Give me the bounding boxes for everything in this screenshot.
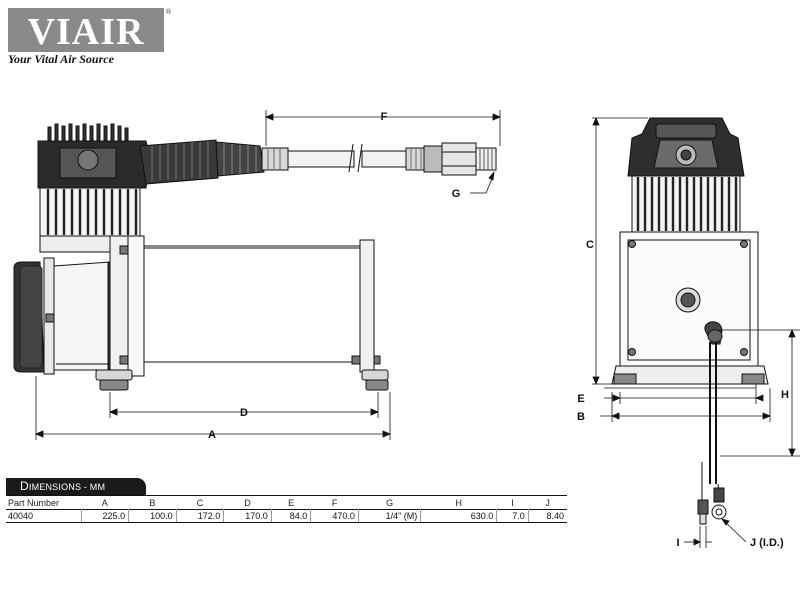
dim-label-j: J (I.D.) [750, 537, 784, 549]
cell-a: 225.0 [81, 509, 130, 523]
registered-mark: ® [166, 8, 172, 16]
cell-c: 172.0 [176, 509, 225, 523]
compressor-side-view [13, 123, 497, 391]
cell-e: 84.0 [271, 509, 312, 523]
head-fins [47, 123, 129, 142]
table-title-initial: D [20, 479, 29, 493]
dimensions-table: DIMENSIONS - MM Part Number A B C D E F … [6, 478, 567, 523]
header-c: C [196, 497, 204, 508]
table-title-rest: IMENSIONS [28, 482, 82, 492]
logo-tagline: Your Vital Air Source [8, 52, 115, 66]
header-i: I [511, 497, 514, 508]
dim-label-g: G [452, 188, 461, 200]
dim-label-b: B [577, 411, 585, 423]
dim-label-c: C [586, 239, 594, 251]
cell-g: 1/4" (M) [358, 509, 422, 523]
side-view-dimensions [34, 110, 502, 440]
dim-label-i: I [676, 537, 679, 549]
dim-label-f: F [381, 111, 388, 123]
cell-d: 170.0 [223, 509, 272, 523]
header-a: A [101, 497, 108, 508]
compressor-front-view [611, 117, 769, 525]
dimensions-grid: Part Number A B C D E F G H I J 40040 22… [6, 496, 567, 523]
logo-brand: VIAIR [28, 11, 145, 53]
cell-b: 100.0 [128, 509, 177, 523]
cell-i: 7.0 [496, 509, 529, 523]
table-title-unit: - MM [81, 482, 106, 492]
cell-j: 8.40 [528, 509, 567, 523]
dim-label-h: H [781, 389, 789, 401]
header-part-number: Part Number [8, 497, 60, 508]
dim-label-d: D [240, 407, 248, 419]
header-e: E [288, 497, 295, 508]
dim-label-a: A [208, 429, 216, 441]
table-title-rule [6, 495, 567, 496]
front-view-dimensions [592, 116, 800, 548]
cell-f: 470.0 [310, 509, 359, 523]
viair-logo: VIAIR ® Your Vital Air Source [8, 8, 172, 66]
cell-part-number: 40040 [6, 509, 82, 523]
header-h: H [455, 497, 463, 508]
header-j: J [545, 497, 550, 508]
header-f: F [331, 497, 338, 508]
header-d: D [244, 497, 251, 508]
dim-label-e: E [577, 393, 584, 405]
table-title: DIMENSIONS - MM [6, 478, 146, 495]
header-g: G [386, 497, 394, 508]
table-header-row: Part Number A B C D E F G H I J [6, 496, 567, 510]
header-b: B [149, 497, 156, 508]
table-row: 40040 225.0 100.0 172.0 170.0 84.0 470.0… [6, 509, 567, 523]
cell-h: 630.0 [420, 509, 498, 523]
